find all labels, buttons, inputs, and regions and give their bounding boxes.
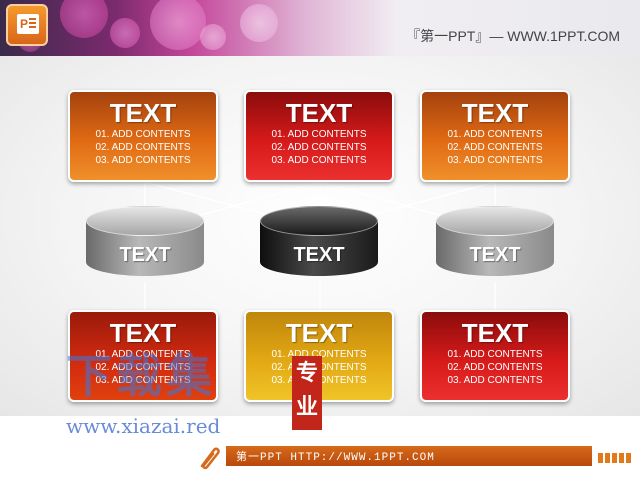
footer-text[interactable]: 第一PPT HTTP://WWW.1PPT.COM — [236, 452, 435, 464]
cylinder-label: TEXT — [119, 244, 171, 266]
cylinder-label: TEXT — [469, 244, 521, 266]
bokeh-decoration — [240, 4, 278, 42]
watermark-text: 下载集 — [66, 349, 216, 403]
card-title: TEXT — [285, 318, 353, 348]
footer: 第一PPT HTTP://WWW.1PPT.COM — [0, 438, 640, 480]
watermark-seal: 专业 — [292, 356, 322, 430]
card-line: 03. ADD CONTENTS — [447, 375, 543, 386]
card-line: 01. ADD CONTENTS — [95, 129, 191, 140]
card-line: 02. ADD CONTENTS — [447, 142, 543, 153]
footer-bar — [226, 446, 592, 466]
card-line: 02. ADD CONTENTS — [271, 142, 367, 153]
powerpoint-icon: P — [6, 4, 48, 46]
card-line: 03. ADD CONTENTS — [95, 375, 191, 386]
bokeh-decoration — [200, 24, 226, 50]
card-line: 03. ADD CONTENTS — [271, 155, 367, 166]
card-line: 01. ADD CONTENTS — [447, 129, 543, 140]
cylinder[interactable]: TEXT — [86, 206, 204, 290]
text-card[interactable]: TEXT 01. ADD CONTENTS 02. ADD CONTENTS 0… — [244, 90, 394, 182]
card-line: 01. ADD CONTENTS — [271, 129, 367, 140]
cylinder-top — [86, 206, 204, 236]
text-card[interactable]: TEXT 01. ADD CONTENTS 02. ADD CONTENTS 0… — [68, 90, 218, 182]
bokeh-decoration — [110, 18, 140, 48]
watermark-url: www.xiazai.red — [66, 414, 221, 438]
bokeh-decoration — [60, 0, 108, 38]
card-title: TEXT — [109, 318, 177, 348]
cylinder-top — [436, 206, 554, 236]
cylinder-label: TEXT — [293, 244, 345, 266]
card-line: 03. ADD CONTENTS — [95, 155, 191, 166]
paperclip-icon — [200, 447, 220, 470]
card-line: 01. ADD CONTENTS — [447, 349, 543, 360]
text-card[interactable]: TEXT 01. ADD CONTENTS 02. ADD CONTENTS 0… — [420, 310, 570, 402]
card-title: TEXT — [285, 98, 353, 128]
card-title: TEXT — [109, 98, 177, 128]
card-title: TEXT — [461, 98, 529, 128]
card-title: TEXT — [461, 318, 529, 348]
card-line: 02. ADD CONTENTS — [95, 362, 191, 373]
footer-dots — [598, 450, 633, 468]
brand-title: 『第一PPT』— WWW.1PPT.COM — [406, 28, 620, 44]
card-line: 02. ADD CONTENTS — [447, 362, 543, 373]
card-line: 02. ADD CONTENTS — [95, 142, 191, 153]
bokeh-decoration — [150, 0, 206, 50]
cylinder-top — [260, 206, 378, 236]
card-line: 01. ADD CONTENTS — [271, 349, 367, 360]
text-card[interactable]: TEXT 01. ADD CONTENTS 02. ADD CONTENTS 0… — [68, 310, 218, 402]
text-card[interactable]: TEXT 01. ADD CONTENTS 02. ADD CONTENTS 0… — [420, 90, 570, 182]
cylinder[interactable]: TEXT — [260, 206, 378, 290]
card-line: 01. ADD CONTENTS — [95, 349, 191, 360]
cylinder[interactable]: TEXT — [436, 206, 554, 290]
header-banner: P 『第一PPT』— WWW.1PPT.COM — [0, 0, 640, 56]
card-line: 03. ADD CONTENTS — [447, 155, 543, 166]
